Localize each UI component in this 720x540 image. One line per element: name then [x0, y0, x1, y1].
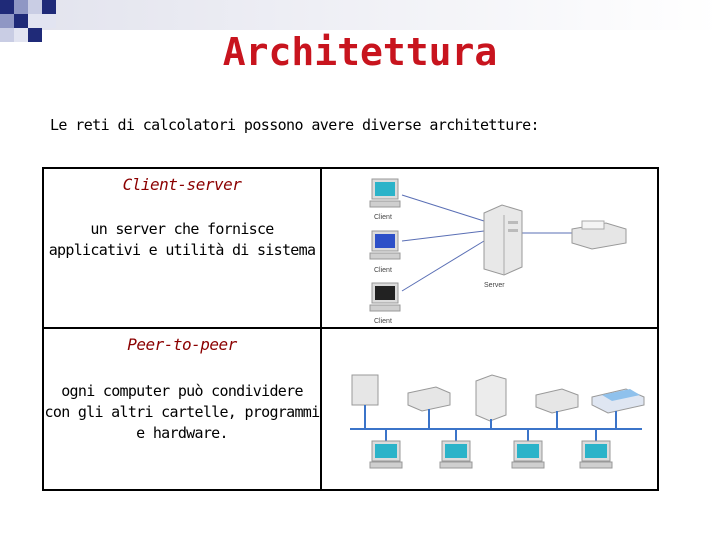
client-server-illustration: Client Client Client Server [369, 178, 627, 325]
computer-icon [511, 429, 545, 469]
client-label: Client [374, 318, 392, 325]
printer-icon [571, 220, 627, 250]
server-label: Server [484, 282, 505, 289]
description-line: un server che fornisce [90, 220, 274, 238]
peer-to-peer-description: ogni computer può condividere con gli al… [44, 381, 321, 444]
client-computer-icon [369, 282, 401, 312]
server-icon [475, 374, 507, 429]
peer-to-peer-heading: Peer-to-peer [127, 335, 237, 354]
printer-icon [535, 388, 579, 429]
slide-title: Architettura [222, 30, 498, 74]
slide-subtitle: Le reti di calcolatori possono avere div… [50, 116, 540, 134]
client-server-heading: Client-server [122, 175, 242, 194]
client-label: Client [374, 267, 392, 274]
table-divider-vertical [320, 169, 322, 489]
computer-icon [369, 429, 403, 469]
scanner-icon [591, 388, 645, 429]
printer-icon [407, 386, 451, 429]
description-line: con gli altri cartelle, programmi [44, 403, 321, 421]
architecture-table: Client-server un server che fornisce app… [42, 167, 659, 491]
corner-decoration [0, 0, 720, 42]
computer-icon [579, 429, 613, 469]
table-divider-horizontal [44, 327, 657, 329]
client-computer-icon [369, 230, 401, 260]
client-label: Client [374, 214, 392, 221]
client-computer-icon [369, 178, 401, 208]
description-line: ogni computer può condividere [61, 382, 303, 400]
server-icon [483, 204, 523, 276]
printer-icon [351, 374, 379, 429]
peer-to-peer-illustration [350, 374, 645, 469]
description-line: applicativi e utilità di sistema [48, 241, 316, 259]
client-server-description: un server che fornisce applicativi e uti… [44, 219, 320, 261]
computer-icon [439, 429, 473, 469]
description-line: e hardware. [136, 424, 228, 442]
